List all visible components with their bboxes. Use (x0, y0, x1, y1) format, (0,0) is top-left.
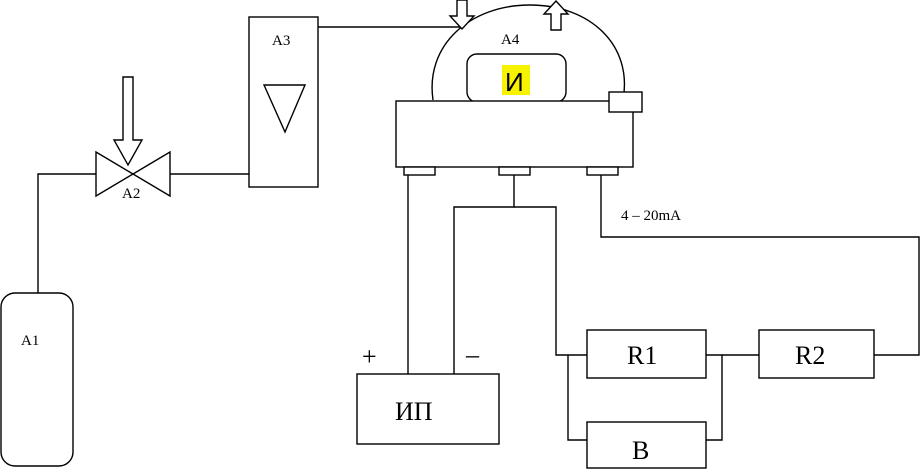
chamber-a4: И A4 (431, 0, 626, 103)
terminal-middle (498, 166, 531, 176)
wiring (407, 175, 920, 441)
outlet-arrow-icon (542, 0, 570, 31)
cylinder-a1: A1 (0, 292, 74, 467)
label-a1: A1 (21, 333, 39, 349)
unit-a3: A3 (248, 16, 319, 188)
down-arrow-icon (112, 76, 144, 167)
triangle-icon (262, 84, 307, 134)
label-a2: A2 (122, 186, 140, 202)
label-r1: R1 (627, 341, 657, 370)
resistor-r1: R1 (586, 329, 707, 379)
indicator-label: И (505, 67, 524, 97)
plus-sign: + (362, 342, 377, 371)
current-range-label: 4 – 20mA (621, 208, 681, 224)
terminal-right (586, 166, 619, 176)
minus-sign: – (465, 340, 480, 369)
block-b: B (586, 421, 707, 469)
valve-a2: A2 (95, 76, 171, 202)
sensor-tab (608, 91, 643, 113)
inlet-arrow-icon (448, 0, 476, 31)
sensor-base (395, 91, 643, 176)
terminal-left (403, 166, 436, 176)
resistor-r2: R2 (758, 329, 875, 379)
power-supply: ИП + – (356, 340, 500, 445)
gas-line (37, 26, 460, 293)
label-a4: A4 (501, 32, 520, 48)
label-a3: A3 (272, 33, 290, 49)
power-supply-label: ИП (395, 397, 433, 426)
label-b: B (632, 436, 649, 465)
label-r2: R2 (795, 341, 825, 370)
